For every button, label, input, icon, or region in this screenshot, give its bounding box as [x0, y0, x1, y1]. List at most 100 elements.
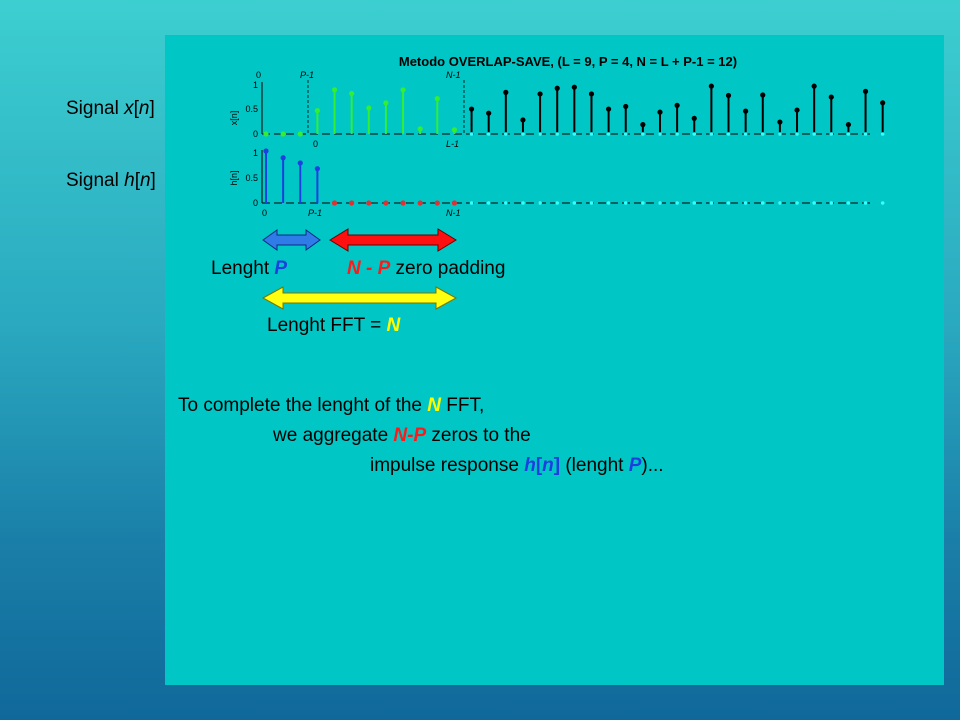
plot-x-ylabel: x[n]	[229, 111, 239, 126]
plot-h-pad-dot-30	[778, 201, 782, 205]
plot-x-bottom-tick-0: 0	[313, 139, 318, 149]
plot-x-point-15	[520, 117, 526, 123]
signal-h-open: [	[134, 170, 140, 191]
plot-h-pad-dot-12	[469, 201, 474, 205]
plot-x-point-22	[640, 122, 646, 128]
plot-x-point-2	[297, 131, 303, 137]
plot-x-point-3	[314, 108, 320, 114]
signal-h-close: ]	[150, 170, 156, 191]
caption-line-3-post: )...	[641, 455, 664, 476]
plot-x-point-8	[400, 87, 406, 93]
signal-x-label: Signal x[n]	[66, 98, 155, 120]
plot-h-bottom-tick-n: N-1	[446, 208, 461, 218]
plot-x-point-32	[811, 83, 817, 89]
plot-h-point-6	[366, 200, 372, 206]
plot-h-stems	[263, 148, 885, 206]
plot-x-point-21	[623, 103, 629, 110]
arrow-length-p	[262, 229, 321, 251]
plot-h-pad-dot-20	[606, 201, 611, 205]
label-zero-padding-text: zero padding	[390, 258, 506, 279]
plot-x-point-7	[383, 100, 389, 106]
plot-h-pad-dot-21	[623, 201, 628, 205]
plot-x-point-33	[828, 94, 834, 100]
plot-h-pad-dot-13	[486, 201, 491, 205]
plot-x-point-14	[503, 89, 509, 95]
label-fft-length-text: Lenght FFT =	[267, 315, 387, 336]
caption-line-3-var: h	[524, 455, 536, 476]
caption-line-3-open: [	[535, 455, 543, 476]
caption-line-3-pre: impulse response	[370, 455, 525, 476]
plot-x-pad-dot-16	[538, 132, 542, 136]
plot-x-pad-dot-32	[812, 132, 816, 136]
plot-x-pad-dot-22	[641, 132, 645, 136]
plot-h-pad-dot-23	[658, 201, 662, 205]
plot-x-point-30	[777, 119, 783, 125]
label-length-p-var: P	[274, 258, 288, 279]
plot-x-point-13	[486, 110, 492, 116]
plot-x-point-35	[862, 88, 869, 94]
caption-line-3-close: ]	[553, 455, 561, 476]
caption-line-3-idx: n	[542, 455, 554, 476]
plot-x-stems	[263, 83, 886, 137]
plot-h-pad-dot-32	[812, 201, 816, 205]
caption-line-1-var: N	[427, 395, 442, 416]
plot-x-point-17	[554, 85, 560, 91]
plot-h-point-3	[314, 166, 320, 172]
plot-x-point-24	[674, 102, 680, 108]
plot-h-ytick-05: 0.5	[245, 173, 258, 183]
plot-x-point-11	[451, 127, 458, 133]
caption-line-3: impulse response h[n] (lenght P)...	[370, 455, 664, 477]
plot-h-pad-dot-14	[504, 201, 508, 205]
plot-h-pad-dot-31	[795, 201, 799, 205]
caption-line-1-pre: To complete the lenght of the	[178, 395, 428, 416]
plot-x-pad-dot-28	[743, 132, 748, 136]
arrow-zero-padding	[329, 228, 457, 252]
plot-x-pad-dot-24	[675, 132, 679, 136]
plot-x-top-tick-0: 0	[256, 70, 261, 80]
caption-line-2-var: N-P	[393, 425, 427, 446]
plot-h-pad-dot-35	[863, 201, 868, 205]
caption-line-2-post: zeros to the	[426, 425, 531, 446]
plot-x-pad-dot-12	[469, 132, 474, 136]
label-zero-padding: N - P zero padding	[347, 258, 505, 280]
plot-x-point-27	[725, 92, 732, 99]
plot-h-point-8	[400, 200, 406, 206]
plot-h-point-2	[297, 160, 303, 166]
plot-x-pad-dot-26	[709, 132, 714, 136]
plot-x-point-36	[880, 100, 886, 106]
label-fft-length-var: N	[386, 315, 401, 336]
plot-h-pad-dot-25	[692, 201, 697, 205]
plot-x-pad-dot-13	[486, 132, 491, 136]
slide-panel	[165, 35, 944, 685]
plot-x-point-4	[331, 87, 338, 93]
plot-x-ytick-0: 0	[253, 129, 258, 139]
caption-line-3-mid: (lenght	[560, 455, 629, 476]
plot-x-pad-dot-19	[589, 132, 594, 136]
plot-h-ytick-1: 1	[253, 148, 258, 158]
signal-h-var: h	[124, 170, 135, 191]
plot-x-pad-dot-25	[692, 132, 697, 136]
plot-h-pad-dot-33	[829, 201, 834, 205]
plot-x-pad-dot-31	[795, 132, 799, 136]
plot-h-point-5	[349, 200, 355, 206]
plot-h-ylabel: h[n]	[229, 170, 239, 185]
signal-x-idx: n	[138, 98, 150, 119]
plot-h-pad-dot-36	[880, 201, 885, 205]
plot-x-ytick-1: 1	[253, 80, 258, 90]
plot-x-pad-dot-34	[846, 132, 851, 136]
plot-h-point-10	[434, 200, 440, 206]
plot-x-bottom-tick-l: L-1	[446, 139, 459, 149]
plot-x-top-tick-p: P-1	[300, 70, 314, 80]
plot-x-pad-dot-33	[829, 132, 834, 136]
signal-x-open: [	[133, 98, 139, 119]
plot-x-point-12	[468, 106, 475, 112]
caption-line-1: To complete the lenght of the N FFT,	[178, 395, 484, 417]
plot-h-point-1	[280, 155, 286, 161]
plot-x-point-10	[434, 96, 440, 102]
signal-x-var: x	[124, 98, 134, 119]
signal-x-close: ]	[149, 98, 155, 119]
signal-h-label-text: Signal	[66, 170, 125, 191]
caption-line-2-pre: we aggregate	[273, 425, 394, 446]
plot-h-point-4	[331, 200, 338, 206]
